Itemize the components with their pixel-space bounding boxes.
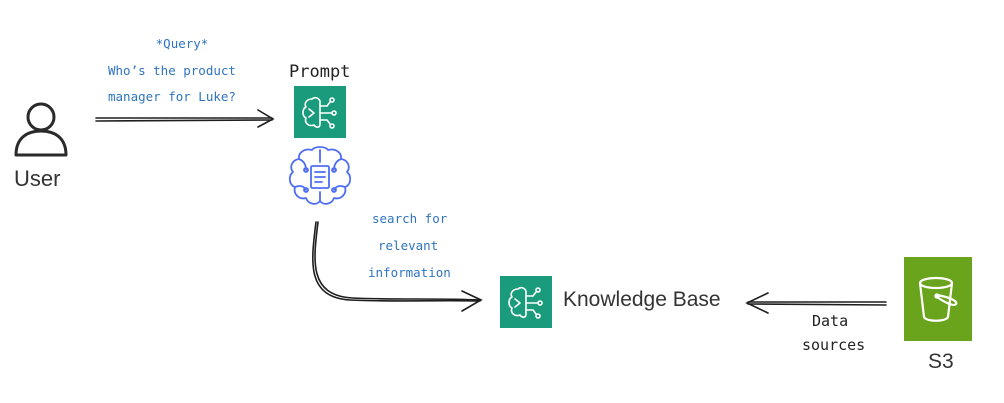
prompt-label: Prompt: [289, 62, 351, 82]
search-text-line2: relevant: [378, 238, 439, 253]
data-sources-line1: Data: [812, 312, 849, 330]
knowledge-base-label: Knowledge Base: [563, 288, 721, 311]
data-sources-arrow: [745, 292, 887, 314]
s3-label: S3: [928, 350, 954, 373]
query-arrow: [95, 109, 275, 128]
brain-icon: [288, 146, 352, 205]
bedrock-kb-icon: [500, 276, 552, 328]
data-sources-line2: sources: [802, 336, 866, 354]
bedrock-prompt-icon: [294, 86, 346, 138]
s3-bucket-icon: [904, 257, 972, 341]
query-title: *Query*: [155, 36, 209, 51]
search-arrow: [312, 221, 483, 312]
query-text-line2: manager for Luke?: [108, 89, 236, 104]
search-text-line3: information: [368, 265, 451, 280]
user-icon: [14, 102, 68, 157]
user-label: User: [14, 166, 61, 191]
search-text-line1: search for: [372, 211, 448, 226]
query-text-line1: Who’s the product: [108, 63, 236, 78]
